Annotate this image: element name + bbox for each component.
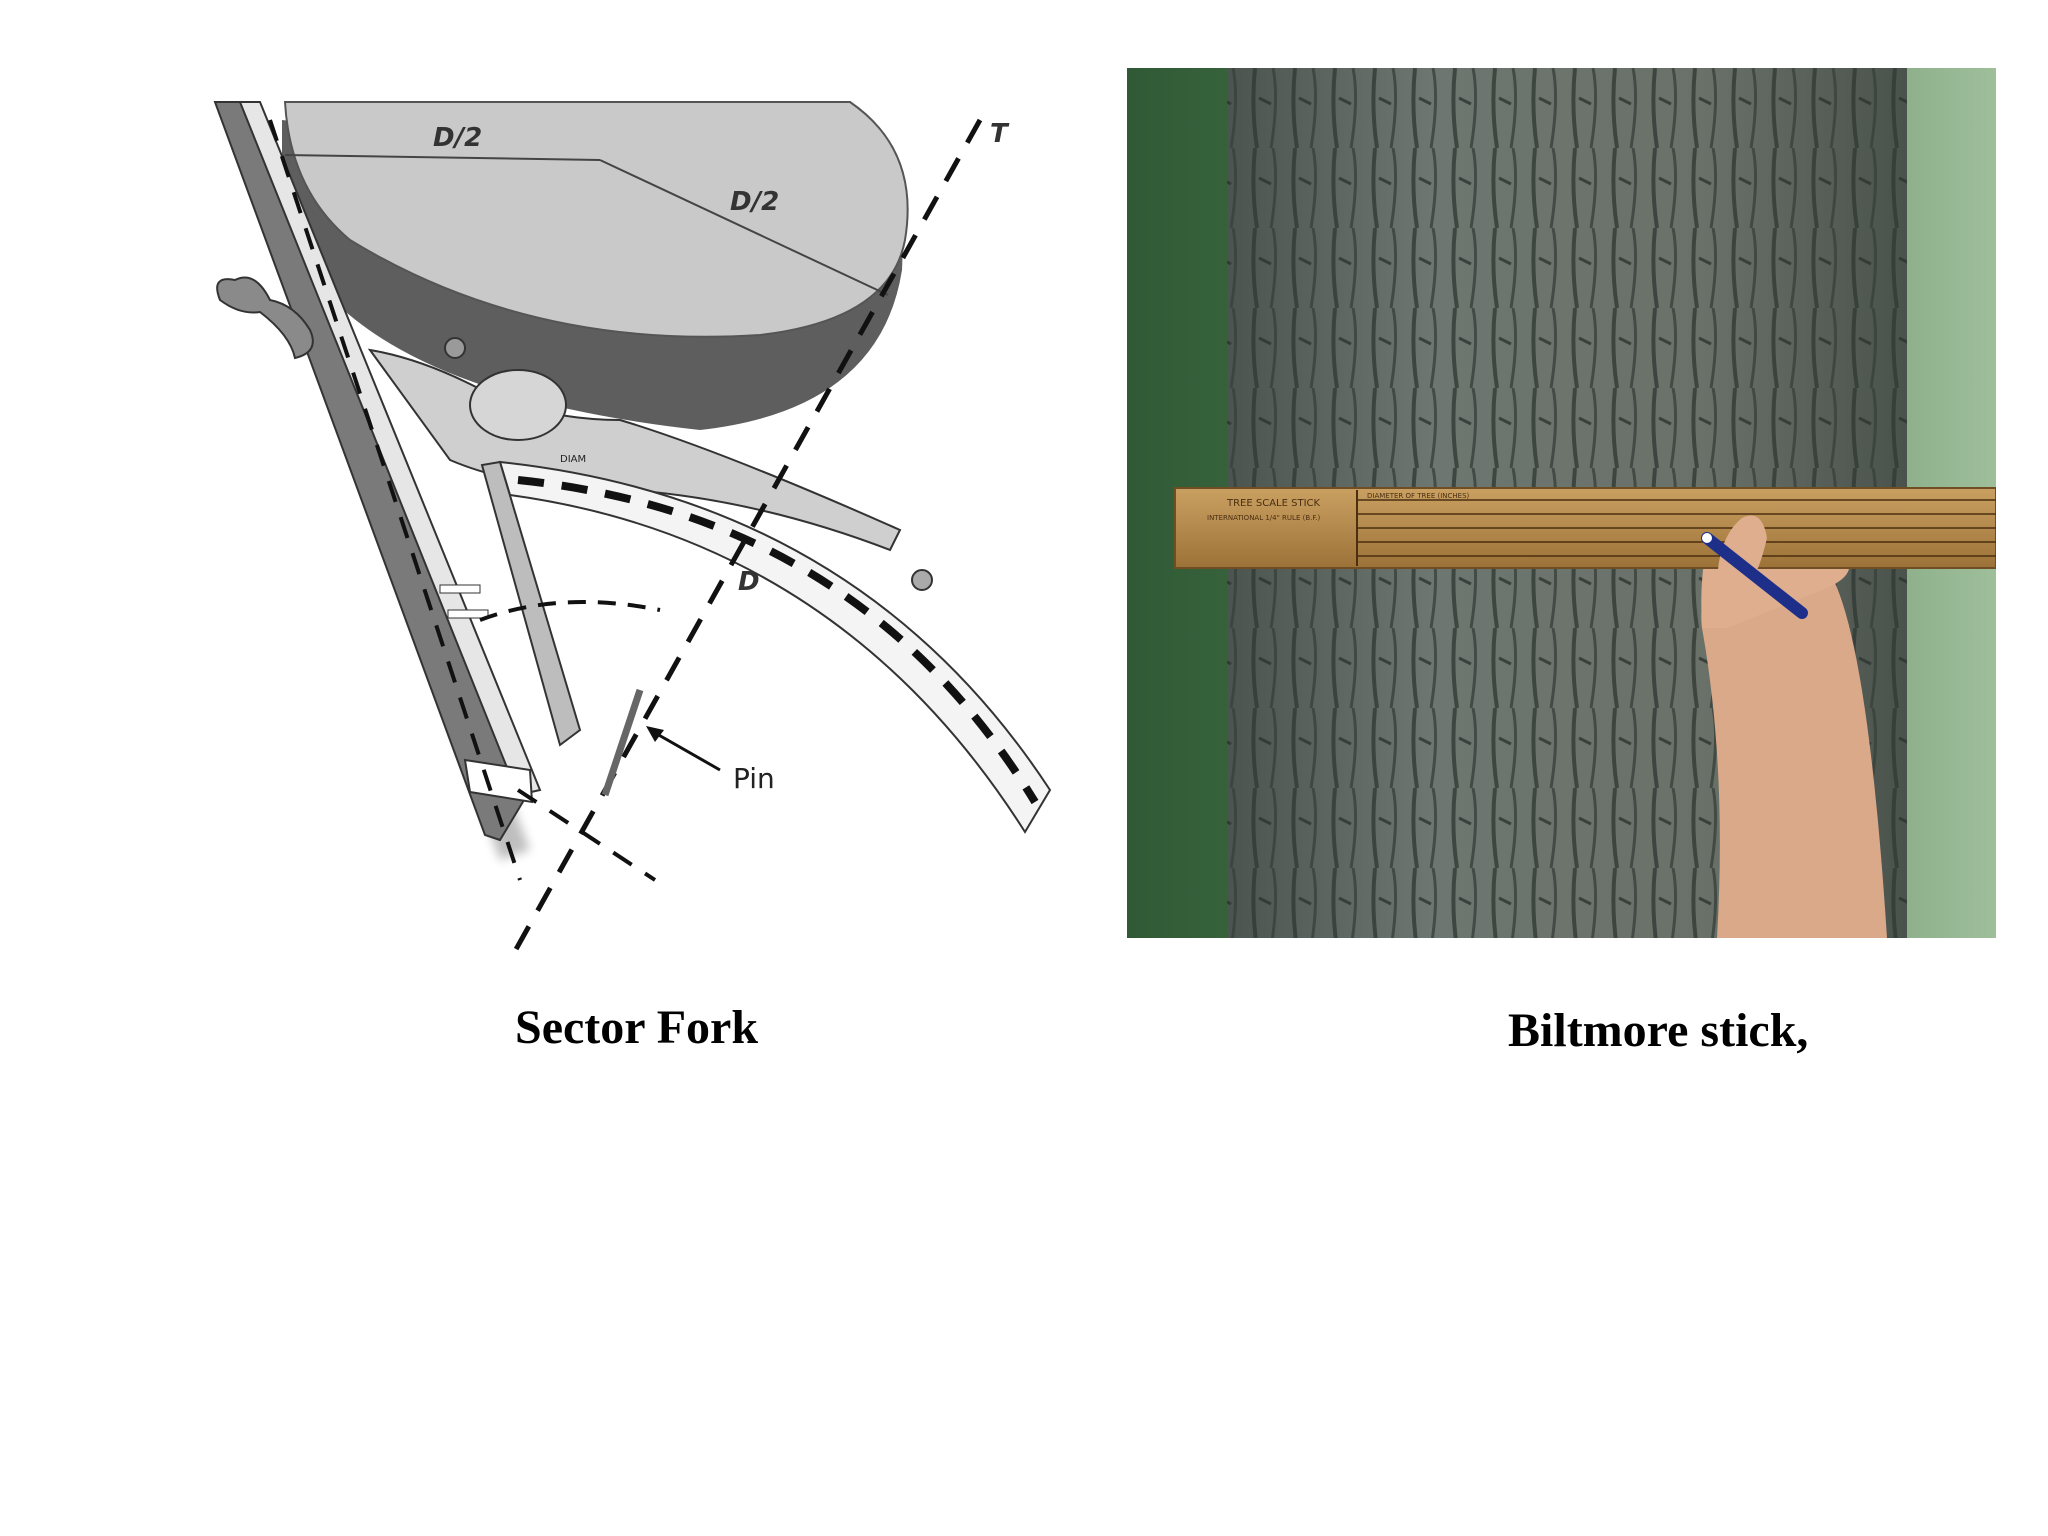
scale-marks	[517, 476, 1039, 805]
fork-foot	[463, 758, 534, 804]
hub-knob	[444, 337, 466, 359]
graduated-scale	[498, 460, 1052, 834]
pin-arrowhead	[646, 726, 664, 742]
inner-dashed-line	[268, 119, 522, 881]
label-diameter: D	[738, 567, 760, 597]
pin-sight-line	[516, 788, 657, 882]
arm-end-knob	[911, 569, 933, 591]
sector-fork-diagram: DIAM D/2 D/2 T D Pin	[200, 90, 1100, 970]
pin	[601, 688, 644, 797]
slot-1	[439, 584, 481, 594]
measuring-arc	[479, 600, 661, 622]
pencil-tip	[1702, 533, 1712, 543]
hub-hole	[469, 369, 567, 441]
fork-left-arm-face	[238, 101, 542, 797]
caption-sector-fork: Sector Fork	[515, 1001, 759, 1054]
pencil	[1701, 532, 1808, 619]
pin-arrow	[649, 728, 721, 772]
tangent-line	[507, 118, 983, 962]
caption-biltmore-stick: Biltmore stick,	[1508, 1004, 1809, 1057]
fork-inner-arm	[480, 460, 582, 747]
radius-line-1	[284, 154, 601, 161]
slot-2	[447, 609, 489, 619]
label-d2-top: D/2	[433, 123, 482, 153]
biltmore-stick-photo: TREE SCALE STICK INTERNATIONAL 1/4" RULE…	[1127, 68, 1996, 938]
tree-disk-top	[283, 101, 909, 338]
radius-line-2	[599, 159, 889, 296]
wing-nut	[216, 276, 314, 360]
stick-subtitle: INTERNATIONAL 1/4" RULE (B.F.)	[1207, 514, 1320, 522]
sector-fork-illustration: DIAM D/2 D/2 T D Pin	[213, 101, 1052, 962]
forearm	[1701, 568, 1887, 938]
stick-ticks	[1357, 499, 1996, 557]
label-pin: Pin	[733, 762, 775, 795]
label-tangent: T	[990, 119, 1010, 149]
label-d2-right: D/2	[730, 187, 779, 217]
stick-header: DIAMETER OF TREE (INCHES)	[1367, 492, 1470, 500]
stick-title: TREE SCALE STICK	[1226, 498, 1320, 509]
scale-text: DIAM	[560, 454, 586, 465]
biltmore-stick-scene: TREE SCALE STICK INTERNATIONAL 1/4" RULE…	[1127, 68, 1996, 938]
